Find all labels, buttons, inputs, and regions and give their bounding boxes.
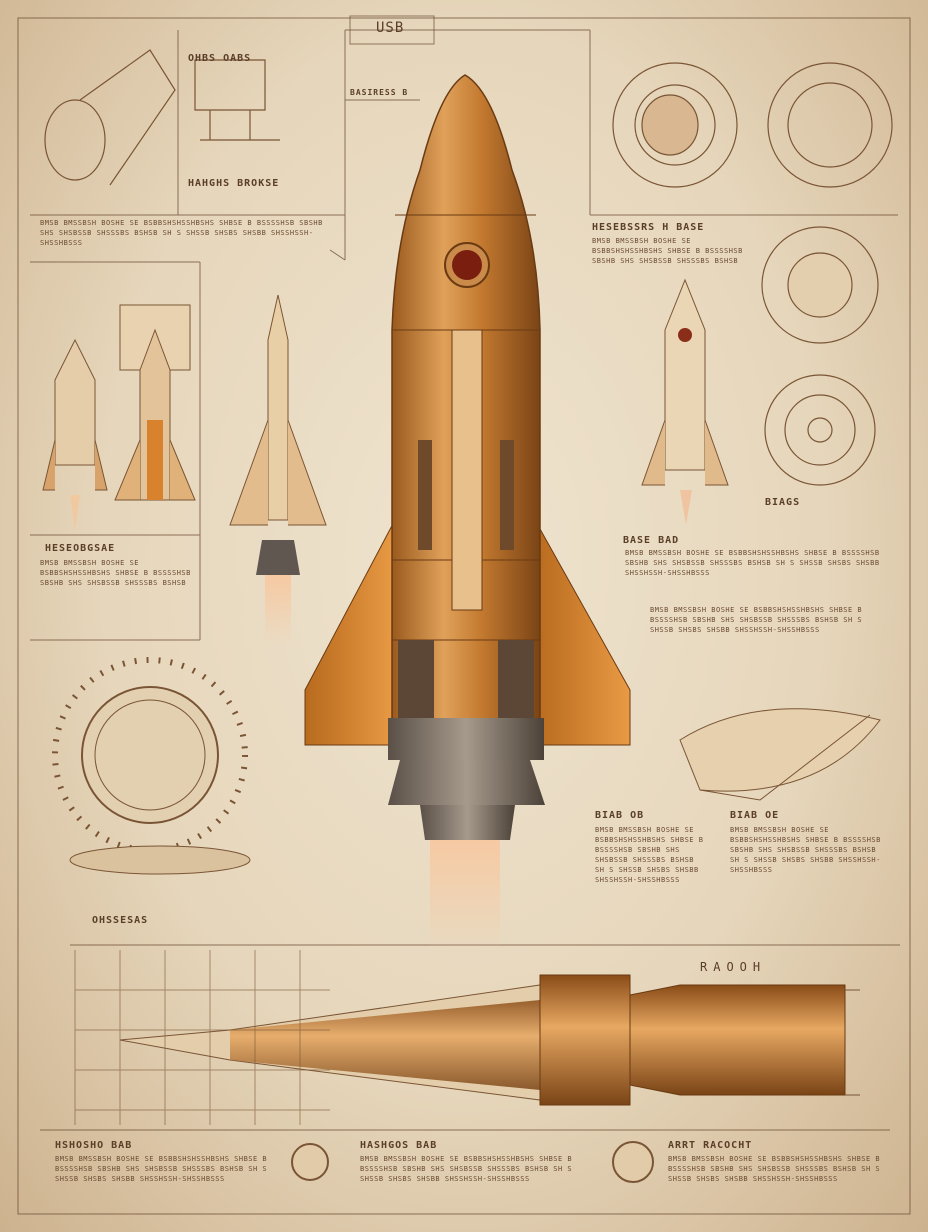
label-left-wheel: OHSSESAS [92, 915, 149, 926]
label-nose: BASIRESS B [350, 88, 409, 97]
label-left-mid: HESEOBGSAE [45, 543, 116, 554]
small-rocket-3 [229, 294, 327, 645]
grid [74, 950, 330, 1125]
side-craft [679, 708, 881, 801]
engine-sketch [44, 49, 280, 186]
small-rocket-4 [641, 278, 729, 525]
circular-schematics [612, 62, 893, 486]
small-rocket-2 [114, 304, 196, 501]
label-bottom-right: ARRT RACOCHT [668, 1140, 753, 1151]
small-rocket-1 [42, 338, 108, 530]
text-block: BMSB BMSSBSH BOSHE SE BSBBSHSHSSHBSHS SH… [625, 549, 880, 577]
label-top-left-sub: HAHGHS BROKSE [188, 178, 280, 189]
label-mid-right: BIAB OE [730, 810, 780, 821]
header-code: USB [376, 20, 405, 36]
seal-icons [291, 1141, 654, 1183]
main-rocket [304, 74, 631, 950]
frame-lines [17, 17, 911, 1215]
label-top-left: OHBS OABS [188, 53, 252, 64]
text-block: BMSB BMSSBSH BOSHE SE BSBBSHSHSSHBSHS SH… [55, 1155, 268, 1183]
text-block: BMSB BMSSBSH BOSHE SE BSBBSHSHSSHBSHS SH… [650, 606, 863, 634]
text-block: BMSB BMSSBSH BOSHE SE BSBBSHSHSSHBSHS SH… [668, 1155, 881, 1183]
label-bottom-left: HSHOSHO BAB [55, 1140, 133, 1151]
text-block: BMSB BMSSBSH BOSHE SE BSBBSHSHSSHBSHS SH… [595, 826, 704, 884]
label-mid-left: BIAB OB [595, 810, 645, 821]
label-right-mid: BASE BAD [623, 535, 680, 546]
text-block: BMSB BMSSBSH BOSHE SE BSBBSHSHSSHBSHS SH… [360, 1155, 573, 1183]
text-block: BMSB BMSSBSH BOSHE SE BSBBSHSHSSHBSHS SH… [730, 826, 881, 874]
label-bottom-center: HASHGOS BAB [360, 1140, 438, 1151]
text-block: BMSB BMSSBSH BOSHE SE BSBBSHSHSSHBSHS SH… [40, 219, 323, 247]
label-right-top: HESEBSSRS H BASE [592, 222, 705, 233]
text-block: BMSB BMSSBSH BOSHE SE BSBBSHSHSSHBSHS SH… [40, 559, 191, 587]
horizontal-rocket [119, 974, 860, 1106]
spiked-wheel [52, 657, 251, 875]
label-bottom-scale: RAOOH [700, 960, 767, 974]
label-right-box: BIAGS [765, 497, 801, 508]
text-block: BMSB BMSSBSH BOSHE SE BSBBSHSHSSHBSHS SH… [592, 237, 743, 265]
